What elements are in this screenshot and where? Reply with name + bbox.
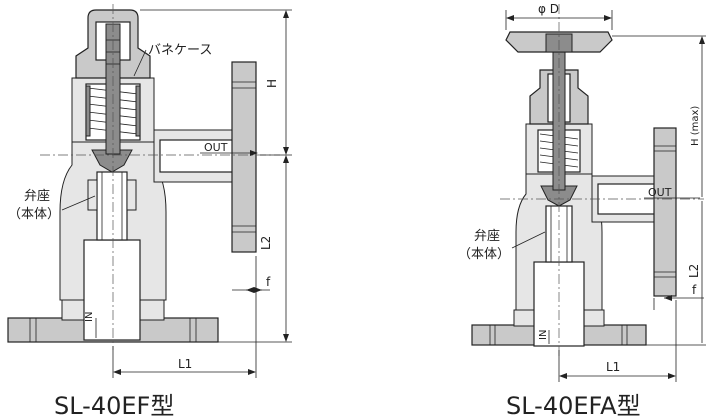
- svg-text:L1: L1: [606, 360, 620, 374]
- dim-f: f: [653, 283, 704, 310]
- outlet-flange: [653, 127, 677, 297]
- seat-label-line2: （本体）: [8, 207, 60, 222]
- dim-f: f: [232, 275, 271, 293]
- valve-disc: [540, 185, 578, 207]
- model-title-sl-40ef: SL-40EF型: [54, 392, 174, 419]
- svg-text:φ D: φ D: [538, 2, 559, 16]
- dim-l2: L2: [646, 201, 706, 346]
- dim-l2: L2: [218, 155, 292, 343]
- dim-phi-d: φ D: [505, 2, 613, 30]
- valve-disc: [91, 149, 133, 173]
- spring-case-label: バネケース: [148, 43, 212, 58]
- seat-label-line2: （本体）: [458, 247, 510, 262]
- in-label: IN: [538, 330, 549, 340]
- svg-text:f: f: [692, 283, 697, 297]
- model-title-sl-40efa: SL-40EFA型: [506, 392, 641, 419]
- valve-seat: [96, 171, 128, 241]
- out-label: OUT: [204, 141, 228, 154]
- dim-h-max: H (max): [612, 35, 706, 197]
- svg-text:f: f: [266, 275, 271, 289]
- seat-label-line1: 弁座: [474, 229, 500, 244]
- svg-text:L2: L2: [687, 264, 701, 278]
- sl-40efa-valve: OUT IN 弁座 （本体） φ D H (max) L2: [458, 2, 706, 419]
- dim-l1: L1: [112, 256, 257, 378]
- dim-h: H: [140, 9, 292, 156]
- seat-label-line1: 弁座: [24, 189, 50, 204]
- svg-text:L2: L2: [259, 236, 273, 250]
- out-label: OUT: [648, 186, 672, 199]
- svg-text:H (max): H (max): [690, 106, 701, 146]
- svg-text:H: H: [265, 79, 279, 88]
- in-label: IN: [84, 312, 95, 322]
- outlet-flange: [231, 61, 257, 253]
- sl-40ef-valve: OUT IN バネケース 弁座 （本体） H L2: [7, 4, 292, 419]
- dim-l1: L1: [558, 300, 677, 382]
- svg-text:L1: L1: [178, 357, 192, 371]
